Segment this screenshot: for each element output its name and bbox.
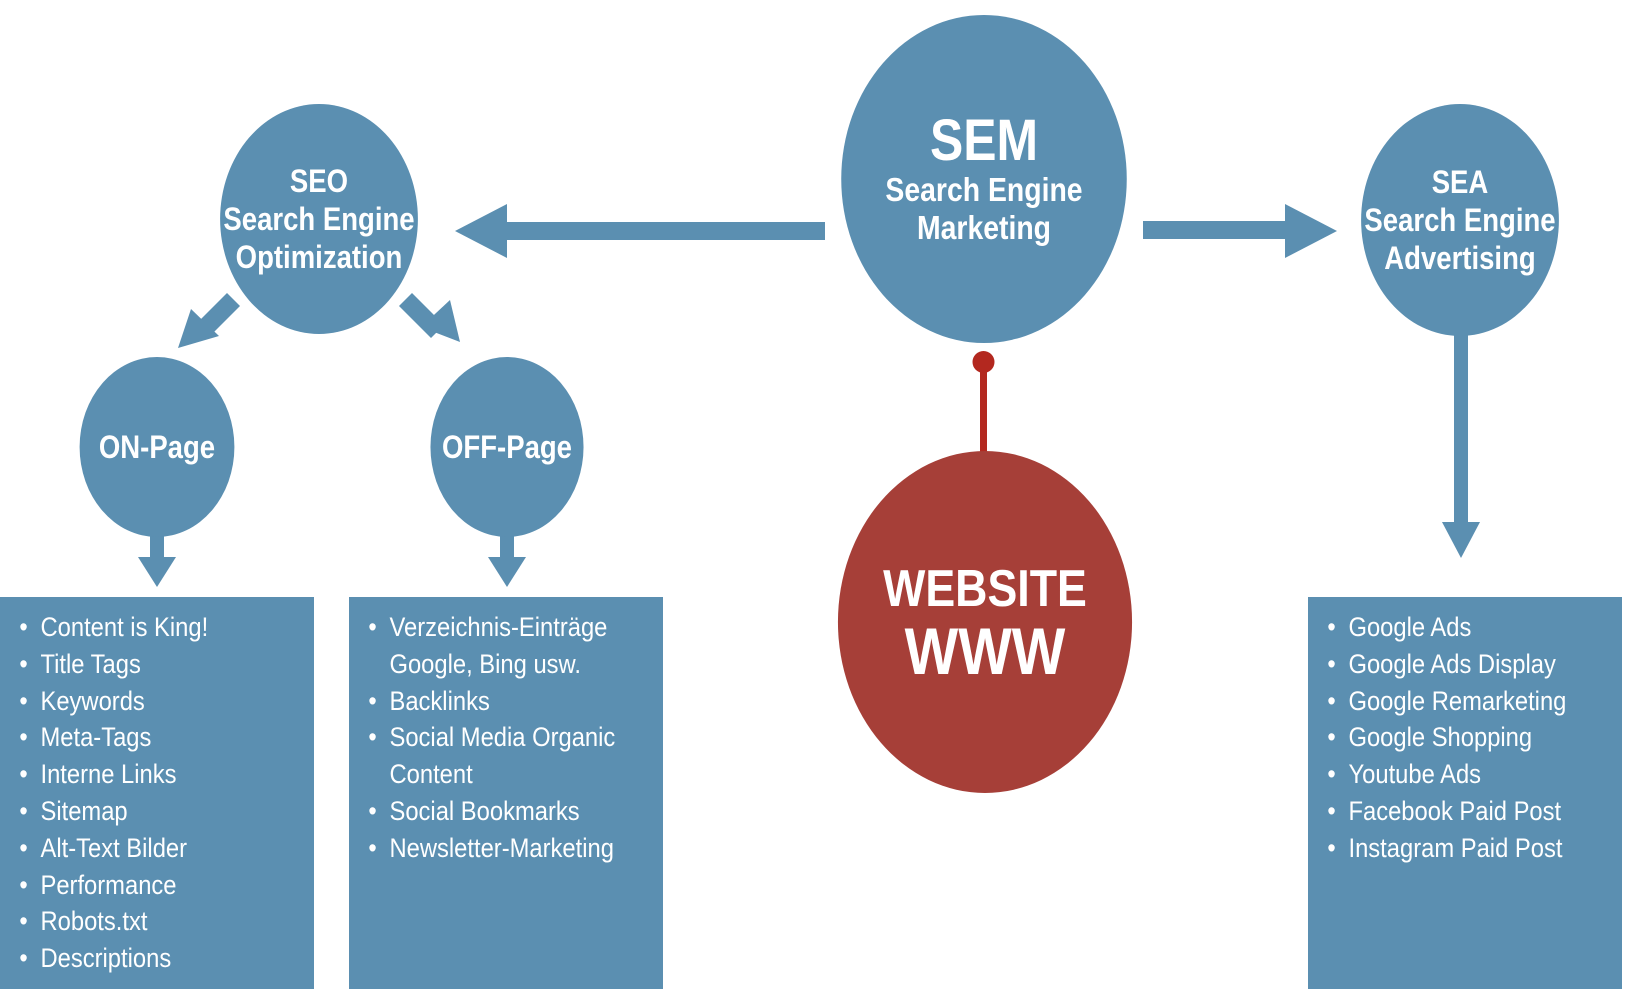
arrow-onpage-list-shaft <box>150 535 164 559</box>
sea-node: SEA Search Engine Advertising <box>1361 104 1559 336</box>
on-page-list: •Content is King! •Title Tags •Keywords … <box>0 597 276 977</box>
list-item: •Descriptions <box>19 943 172 974</box>
list-item: •Alt-Text Bilder <box>19 832 188 863</box>
arrow-sem-sea-head <box>1285 204 1337 258</box>
website-connector-dot <box>972 351 995 373</box>
website-line1: WEBSITE <box>883 560 1087 618</box>
arrow-sem-seo-shaft <box>505 222 825 240</box>
list-item: •Sitemap <box>19 795 128 826</box>
list-item: •Google Ads Display <box>1327 648 1556 679</box>
list-item: •Newsletter-Marketing <box>368 832 614 863</box>
arrow-offpage-list-head <box>488 557 526 587</box>
seo-node: SEO Search Engine Optimization <box>220 104 418 334</box>
off-page-label: OFF-Page <box>442 428 572 465</box>
seo-abbr: SEO <box>289 163 349 199</box>
website-node: WEBSITE WWW <box>837 451 1133 793</box>
seo-line1: Search Engine <box>223 201 415 237</box>
arrow-onpage-list-head <box>138 557 176 587</box>
seo-line2: Optimization <box>235 239 403 275</box>
on-page-label: ON-Page <box>98 428 216 465</box>
arrow-sea-list-head <box>1442 522 1480 558</box>
list-item: •Google Shopping <box>1327 722 1533 753</box>
off-page-node: OFF-Page <box>430 357 584 537</box>
website-connector-line <box>980 362 987 456</box>
on-page-list-panel: •Content is King! •Title Tags •Keywords … <box>0 597 314 989</box>
website-line2: WWW <box>904 614 1066 688</box>
on-page-node: ON-Page <box>79 357 235 537</box>
list-item: •Facebook Paid Post <box>1327 795 1562 826</box>
list-item: •Backlinks <box>368 685 490 716</box>
arrow-offpage-list-shaft <box>500 535 514 559</box>
sea-list: •Google Ads •Google Ads Display •Google … <box>1308 597 1584 867</box>
sea-line2: Advertising <box>1384 240 1536 276</box>
list-item: •Keywords <box>19 685 145 716</box>
arrow-seo-offpage-head <box>421 300 460 342</box>
sea-line1: Search Engine <box>1364 202 1556 238</box>
list-item: •Social Bookmarks <box>368 795 580 826</box>
arrow-sea-list-shaft <box>1454 334 1468 524</box>
sem-line2: Marketing <box>916 209 1052 246</box>
arrow-sem-sea-shaft <box>1143 221 1289 239</box>
sem-node: SEM Search Engine Marketing <box>841 15 1127 343</box>
sem-abbr: SEM <box>929 108 1039 173</box>
list-item: •Instagram Paid Post <box>1327 832 1563 863</box>
list-item: •Interne Links <box>19 759 177 790</box>
sem-line1: Search Engine <box>885 171 1083 208</box>
list-item: •Performance <box>19 869 177 900</box>
arrow-sem-seo-head <box>455 204 507 258</box>
arrow-seo-onpage-head <box>178 309 219 348</box>
list-item: •Title Tags <box>19 648 141 679</box>
list-item: •Content is King! <box>19 612 209 642</box>
sea-list-panel: •Google Ads •Google Ads Display •Google … <box>1308 597 1622 989</box>
list-item: •Google Remarketing <box>1327 685 1567 716</box>
list-item: •Meta-Tags <box>19 722 152 753</box>
sea-abbr: SEA <box>1431 164 1489 200</box>
list-item: •Youtube Ads <box>1327 759 1482 790</box>
list-item: •Google Ads <box>1327 612 1472 642</box>
list-item: •Robots.txt <box>19 906 148 937</box>
